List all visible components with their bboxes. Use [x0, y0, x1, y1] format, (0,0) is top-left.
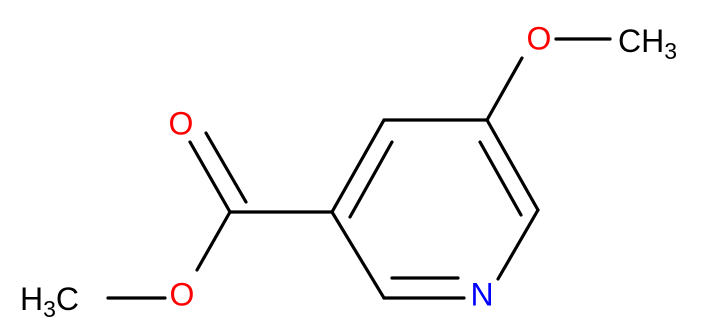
ester-group	[106, 131, 334, 300]
methoxy-methyl-label: CH3	[618, 23, 677, 64]
pyridine-ring	[330, 118, 540, 300]
ring-double-bond-c5-c6-inner	[478, 140, 523, 217]
bond-c5-o-methoxy	[485, 56, 524, 122]
methoxy-group	[485, 37, 612, 122]
ring-bond-c2-c3	[330, 210, 386, 300]
bond-carbonyl-c-o-double-a	[188, 140, 232, 214]
ring-double-bond-c3-c4-inner	[348, 140, 394, 219]
ester-oxygen-label: O	[170, 276, 195, 312]
ring-nitrogen-label: N	[470, 276, 493, 312]
carbonyl-oxygen-label: O	[169, 105, 194, 141]
bond-carbonyl-c-ester-o	[195, 210, 232, 272]
bond-carbonyl-c-o-double-b	[204, 131, 248, 204]
ester-methyl-label: H3C	[20, 281, 79, 322]
ring-bond-c3-c4	[330, 118, 386, 214]
ring-bond-c5-c6	[485, 118, 540, 212]
ring-bond-c6-n	[496, 208, 540, 281]
methoxy-oxygen-label: O	[527, 20, 552, 56]
